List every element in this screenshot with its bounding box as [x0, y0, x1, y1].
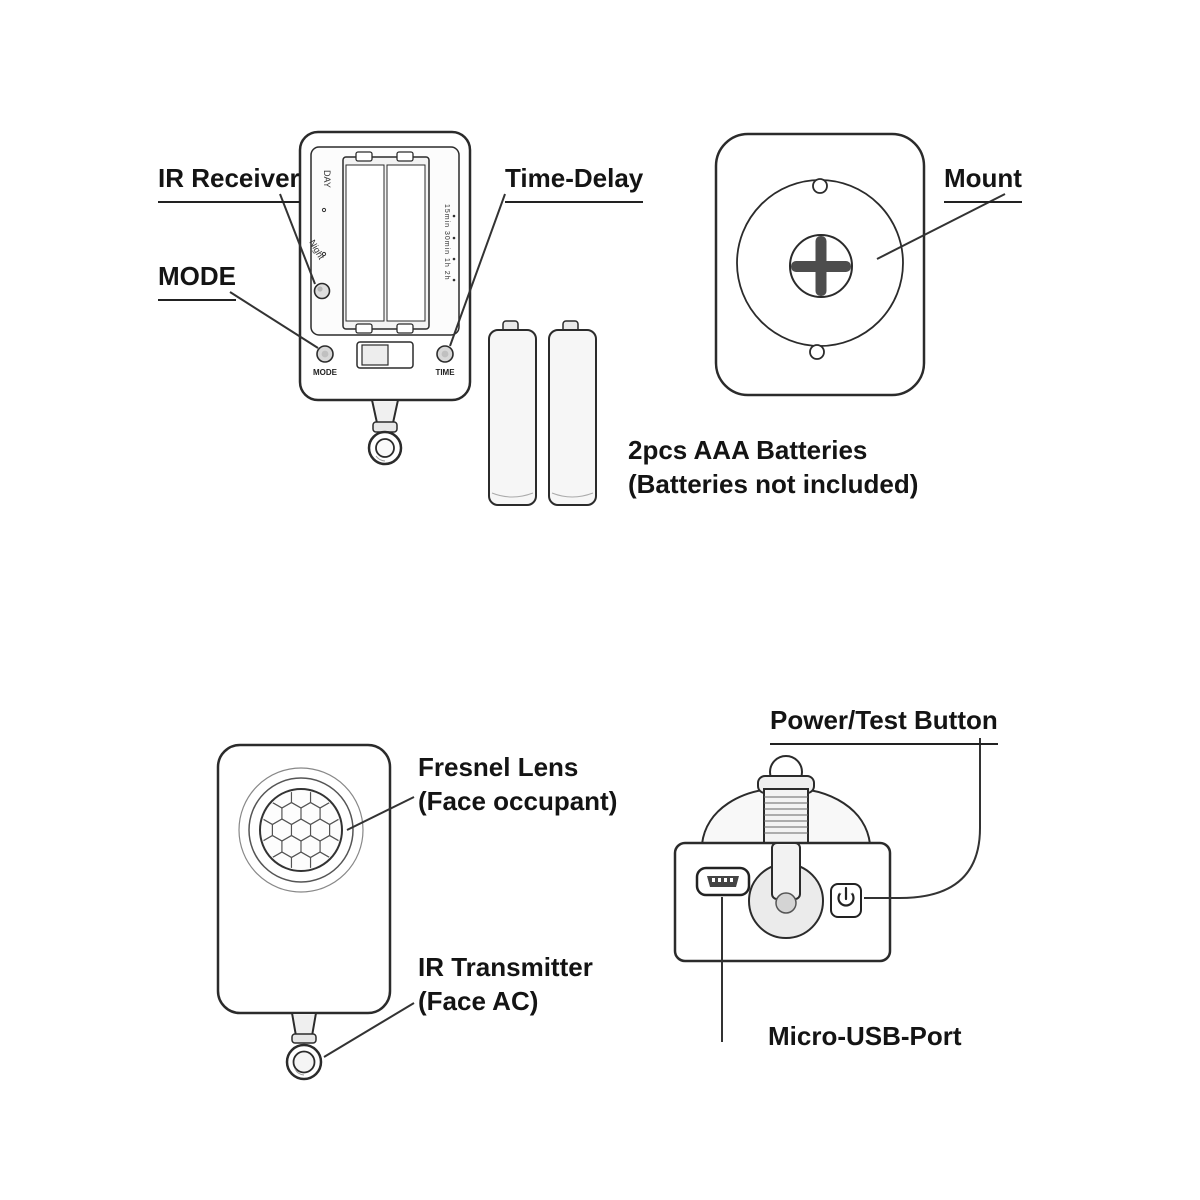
label-ir-transmitter-line1: IR Transmitter [418, 952, 593, 982]
probe-ring-inner [375, 438, 395, 458]
label-time-delay: Time-Delay [505, 161, 644, 204]
leader-mount [876, 193, 1006, 260]
leader-time-delay [449, 193, 506, 347]
day-marking: DAY [322, 170, 332, 188]
label-batteries: 2pcs AAA Batteries (Batteries not includ… [628, 433, 918, 502]
label-fresnel-line2: (Face occupant) [418, 786, 618, 817]
label-batteries-line1: 2pcs AAA Batteries [628, 435, 868, 465]
battery-2 [548, 320, 597, 506]
sensor-stem [771, 842, 801, 900]
label-ir-receiver: IR Receiver [158, 161, 300, 204]
label-fresnel-line1: Fresnel Lens [418, 752, 579, 782]
sensor-probe-tail [367, 399, 403, 466]
time-button-label: TIME [435, 368, 455, 377]
ir-transmitter-probe [285, 1012, 323, 1081]
ir-receiver-knob [313, 282, 331, 300]
label-power-test: Power/Test Button [770, 703, 998, 746]
remote-back-view: DAY Night 15min 30min 1h 2h MODE TIME [298, 130, 472, 466]
battery-slot-right [386, 164, 426, 322]
leader-ir-transmitter [323, 1002, 415, 1058]
leader-mode [229, 291, 319, 349]
label-mode: MODE [158, 259, 236, 302]
label-ir-transmitter-line2: (Face AC) [418, 986, 539, 1017]
time-scale-marking: 15min 30min 1h 2h [443, 204, 450, 281]
sensor-unit-top-view [673, 755, 892, 963]
mount-hole-bottom [809, 344, 825, 360]
sensor-cylinder [763, 788, 809, 852]
power-test-button [830, 883, 862, 918]
battery-1 [488, 320, 537, 506]
ir-transmitter-ring-inner [292, 1050, 316, 1074]
label-fresnel: Fresnel Lens (Face occupant) [418, 750, 617, 819]
mode-button-label: MODE [313, 368, 338, 377]
mount-plate [714, 132, 926, 397]
leader-fresnel [346, 796, 415, 831]
power-icon [837, 886, 855, 907]
leader-power-test [864, 738, 981, 899]
sensor-stem-hub [775, 892, 797, 914]
label-batteries-line2: (Batteries not included) [628, 469, 919, 500]
battery-slot-left [345, 164, 385, 322]
label-mount: Mount [944, 161, 1022, 204]
fresnel-lens [238, 767, 364, 893]
label-micro-usb: Micro-USB-Port [768, 1021, 962, 1051]
label-ir-transmitter: IR Transmitter (Face AC) [418, 950, 593, 1019]
remote-front-view [216, 743, 392, 1081]
micro-usb-icon [695, 866, 751, 897]
mount-hole-top [812, 178, 828, 194]
leader-ir-receiver [279, 193, 316, 285]
